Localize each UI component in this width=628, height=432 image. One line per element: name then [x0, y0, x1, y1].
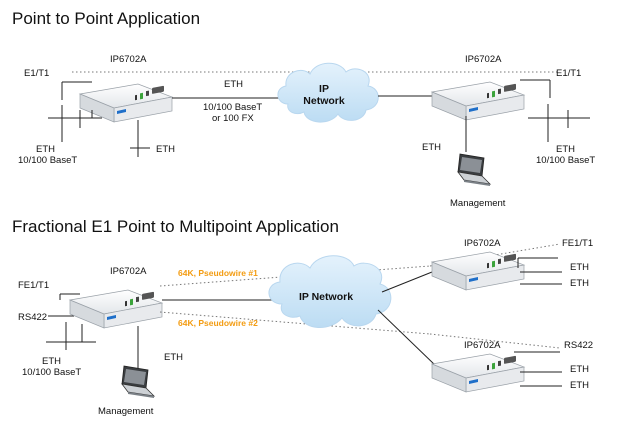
pseudowire-1-label: 64K, Pseudowire #1 — [178, 268, 258, 278]
fe1-left-label: FE1/T1 — [18, 280, 49, 291]
device2-label: IP6702A — [465, 54, 502, 65]
device1-label: IP6702A — [110, 54, 147, 65]
device3-label: IP6702A — [110, 266, 147, 277]
cloud1-line2: Network — [303, 95, 345, 107]
fe1-right-label: FE1/T1 — [562, 238, 593, 249]
laptop-icon — [121, 365, 155, 399]
eth-right-label-b: 10/100 BaseT — [536, 155, 595, 166]
section1-title: Point to Point Application — [12, 9, 200, 28]
eth-mgmt-label: ETH — [422, 142, 441, 153]
eth-r1-label-b: ETH — [570, 278, 589, 289]
management2-label: Management — [98, 406, 154, 417]
eth2-left-label-b: 10/100 BaseT — [22, 367, 81, 378]
rs422-left-label: RS422 — [18, 312, 47, 323]
cloud2-label: IP Network — [299, 291, 353, 303]
section2-title: Fractional E1 Point to Multipoint Applic… — [12, 217, 339, 236]
router-device-icon — [431, 353, 525, 393]
router-device-icon — [69, 289, 163, 329]
eth-left-label-a: ETH — [36, 144, 55, 155]
router-device-icon — [431, 251, 525, 291]
management-label: Management — [450, 198, 506, 209]
router-device-icon — [79, 83, 173, 123]
cloud-icon — [277, 62, 379, 123]
pseudowire-2-label: 64K, Pseudowire #2 — [178, 318, 258, 328]
eth-tap-label: ETH — [156, 144, 175, 155]
link-spec-1: 10/100 BaseT — [203, 102, 262, 113]
rs422-right-label: RS422 — [564, 340, 593, 351]
eth2-left-label-a: ETH — [42, 356, 61, 367]
e1-right-label: E1/T1 — [556, 68, 581, 79]
eth-right-label-a: ETH — [556, 144, 575, 155]
device5-label: IP6702A — [464, 340, 501, 351]
eth-left-label-b: 10/100 BaseT — [18, 155, 77, 166]
router-device-icon — [431, 81, 525, 121]
eth-r2-label-b: ETH — [570, 380, 589, 391]
cloud-icon — [268, 255, 392, 328]
cloud1-line1: IP — [319, 83, 329, 95]
laptop-icon — [457, 153, 491, 187]
eth2-mgmt-label: ETH — [164, 352, 183, 363]
eth-r2-label-a: ETH — [570, 364, 589, 375]
e1-left-label: E1/T1 — [24, 68, 49, 79]
link-spec-2: or 100 FX — [212, 113, 254, 124]
eth-link-label: ETH — [224, 79, 243, 90]
device4-label: IP6702A — [464, 238, 501, 249]
eth-r1-label-a: ETH — [570, 262, 589, 273]
